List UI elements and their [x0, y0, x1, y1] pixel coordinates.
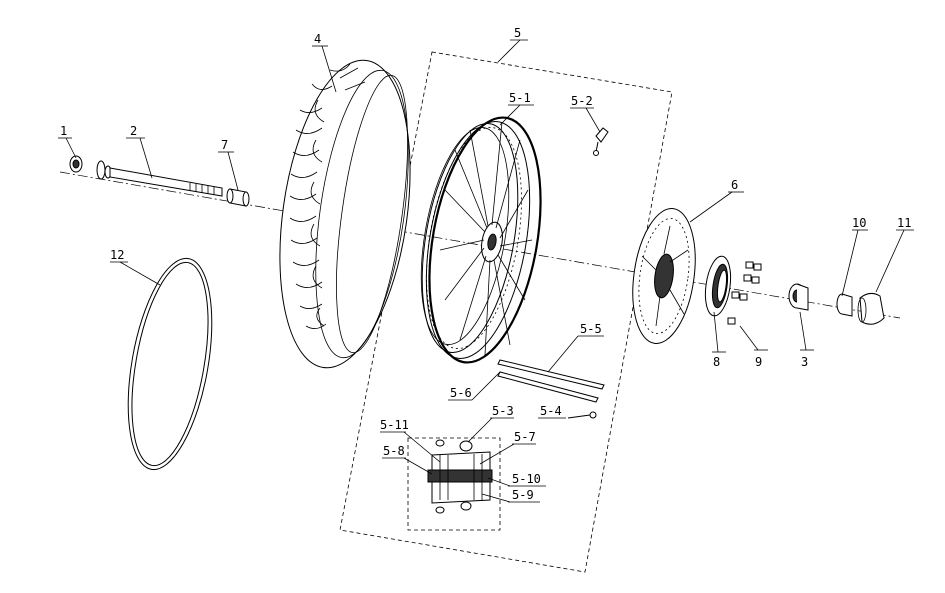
callout-5-1: 5-1 [509, 91, 531, 105]
callout-6: 6 [731, 178, 738, 192]
axle-icon [96, 160, 223, 197]
callout-5: 5 [514, 26, 521, 40]
tire-icon [279, 59, 411, 369]
callout-3: 3 [801, 355, 808, 369]
callout-5-4: 5-4 [540, 404, 562, 418]
callout-5-8: 5-8 [383, 444, 405, 458]
rim-band-icon [127, 257, 213, 471]
leader-lines [58, 39, 914, 503]
callout-7: 7 [221, 138, 228, 152]
callout-10: 10 [852, 216, 866, 230]
callout-11: 11 [897, 216, 911, 230]
valve-icon [593, 127, 609, 156]
callout-5-2: 5-2 [571, 94, 593, 108]
callout-5-11: 5-11 [380, 418, 409, 432]
oil-seal-icon [704, 255, 732, 317]
center-axis-line [59, 171, 901, 319]
callout-5-5: 5-5 [580, 322, 602, 336]
hub-subassembly-icon [427, 439, 493, 514]
callout-2: 2 [130, 124, 137, 138]
nipple-icon [567, 411, 597, 419]
callout-9: 9 [755, 355, 762, 369]
callout-1: 1 [60, 124, 67, 138]
callout-5-10: 5-10 [512, 472, 541, 486]
brake-disc-icon [632, 208, 696, 344]
nut-icon [69, 155, 83, 173]
collar-icon [788, 283, 809, 311]
callout-5-9: 5-9 [512, 488, 534, 502]
callout-12: 12 [110, 248, 124, 262]
wheel-assembly-boundary [339, 51, 673, 573]
spoke-icon [497, 359, 605, 403]
callout-4: 4 [314, 32, 321, 46]
bushing-icon [836, 293, 853, 317]
callout-5-7: 5-7 [514, 430, 536, 444]
cap-icon [857, 292, 885, 325]
spacer-icon [226, 188, 250, 207]
bolt-icon [727, 261, 762, 325]
hub-subassembly-boundary [407, 437, 501, 531]
callout-5-6: 5-6 [450, 386, 472, 400]
wheel-assembly-icon [420, 116, 542, 364]
callout-5-3: 5-3 [492, 404, 514, 418]
callout-8: 8 [713, 355, 720, 369]
